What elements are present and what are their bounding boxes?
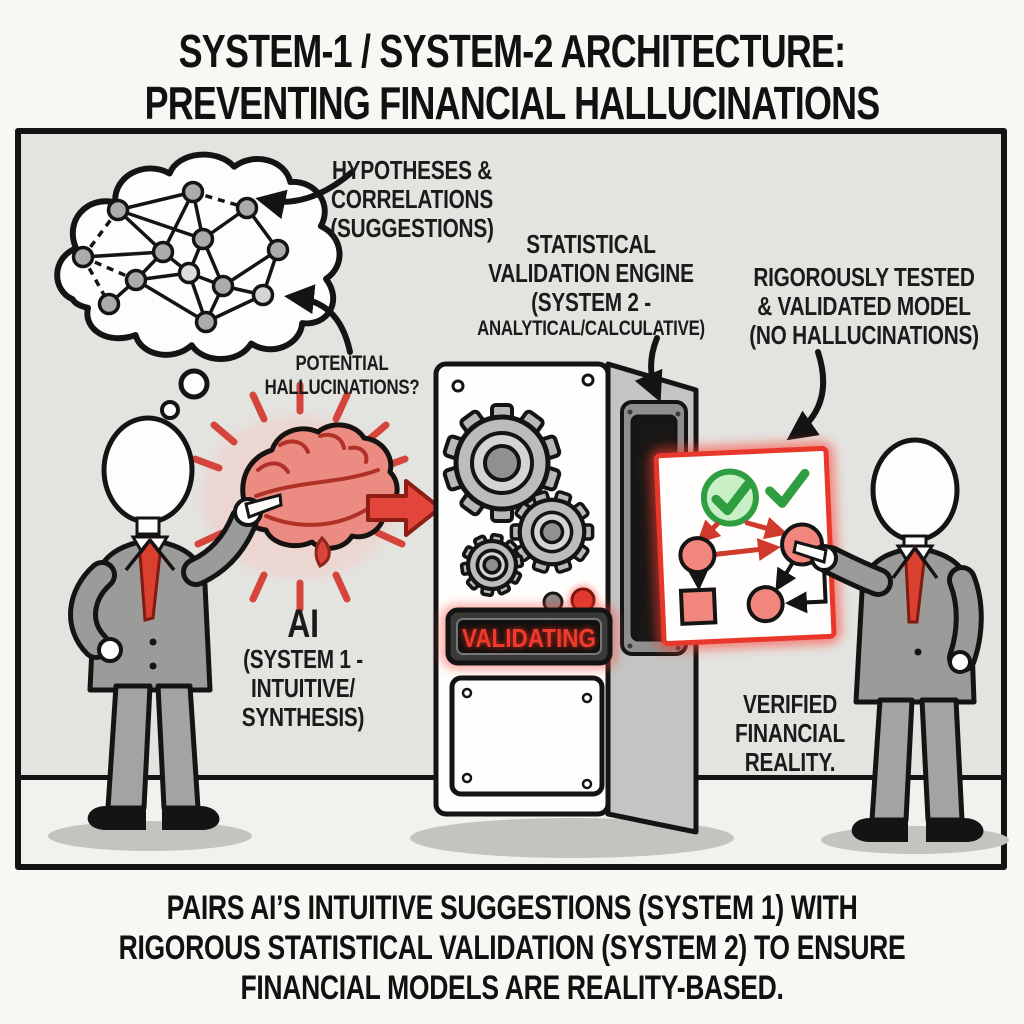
title-line-1: SYSTEM-1 / SYSTEM-2 ARCHITECTURE:	[178, 25, 846, 77]
label-line: FINANCIAL	[735, 718, 845, 749]
arrow-to-engine	[634, 335, 663, 403]
label-line: VALIDATION ENGINE	[488, 258, 694, 289]
label-line: HALLUCINATIONS?	[264, 375, 420, 399]
label-verified-reality: VERIFIED FINANCIAL REALITY.	[610, 689, 970, 778]
pointing-hand-left	[244, 493, 283, 520]
validated-model-card	[648, 440, 842, 652]
label-ai-system1: AI (SYSTEM 1 - INTUITIVE/ SYNTHESIS)	[123, 603, 483, 732]
page-title: SYSTEM-1 / SYSTEM-2 ARCHITECTURE: PREVEN…	[0, 25, 1024, 130]
machine-access-panel	[449, 675, 605, 797]
caption-line-3: FINANCIAL MODELS ARE REALITY-BASED.	[240, 969, 784, 1008]
label-validated-model: RIGOROUSLY TESTED & VALIDATED MODEL (NO …	[684, 262, 1024, 351]
label-line: HYPOTHESES &	[331, 155, 493, 185]
label-line: & VALIDATED MODEL	[757, 291, 971, 322]
label-line: STATISTICAL	[526, 229, 656, 259]
label-hypotheses: HYPOTHESES & CORRELATIONS (SUGGESTIONS)	[232, 155, 592, 244]
label-line: POTENTIAL	[295, 352, 389, 375]
check-circle-icon	[700, 468, 759, 527]
arrow-to-thought-bubble	[255, 169, 355, 220]
label-line: CORRELATIONS	[331, 184, 493, 215]
analyst-figure-right	[792, 437, 984, 842]
network-graph-icon	[71, 180, 290, 334]
label-line: SYNTHESIS)	[241, 702, 365, 733]
arrow-to-bubble-lower	[284, 284, 353, 355]
analyst-figure-left	[68, 415, 283, 830]
title-line-2: PREVENTING FINANCIAL HALLUCINATIONS	[144, 76, 881, 129]
label-line: (SYSTEM 1 -	[243, 644, 363, 674]
caption-line-1: PAIRS AI’S INTUITIVE SUGGESTIONS (SYSTEM…	[166, 889, 858, 927]
flow-arrow-icon	[366, 479, 442, 537]
validating-display-text: VALIDATING	[462, 623, 596, 653]
label-validation-engine: STATISTICAL VALIDATION ENGINE (SYSTEM 2 …	[411, 229, 771, 341]
gear-icon-medium	[509, 489, 595, 575]
label-line: RIGOROUSLY TESTED	[753, 262, 975, 292]
label-line: INTUITIVE/	[251, 673, 355, 704]
label-line: (SUGGESTIONS)	[330, 213, 494, 244]
gear-icon-large	[441, 403, 563, 523]
bottom-caption: PAIRS AI’S INTUITIVE SUGGESTIONS (SYSTEM…	[0, 888, 1024, 1008]
validating-display-glow: VALIDATING	[462, 623, 596, 653]
gear-icon-small	[459, 532, 525, 598]
label-line: (SYSTEM 2 -	[531, 287, 651, 318]
caption-line-2: RIGOROUS STATISTICAL VALIDATION (SYSTEM …	[118, 929, 906, 968]
annotation-arrows	[255, 169, 827, 441]
check-icon	[765, 468, 810, 508]
pointing-hand-right	[792, 540, 828, 564]
validating-display: VALIDATING VALIDATING	[441, 605, 617, 669]
brain-rays	[191, 381, 409, 613]
label-line: REALITY.	[744, 747, 836, 778]
label-line: VERIFIED	[742, 689, 837, 719]
label-line: ANALYTICAL/CALCULATIVE)	[477, 317, 705, 341]
label-potential-hallucinations: POTENTIAL HALLUCINATIONS?	[162, 352, 522, 399]
label-line: (NO HALLUCINATIONS)	[749, 320, 979, 351]
arrow-to-validated-card	[786, 349, 827, 441]
model-graph-icon	[678, 517, 828, 626]
label-line: AI	[287, 602, 319, 646]
